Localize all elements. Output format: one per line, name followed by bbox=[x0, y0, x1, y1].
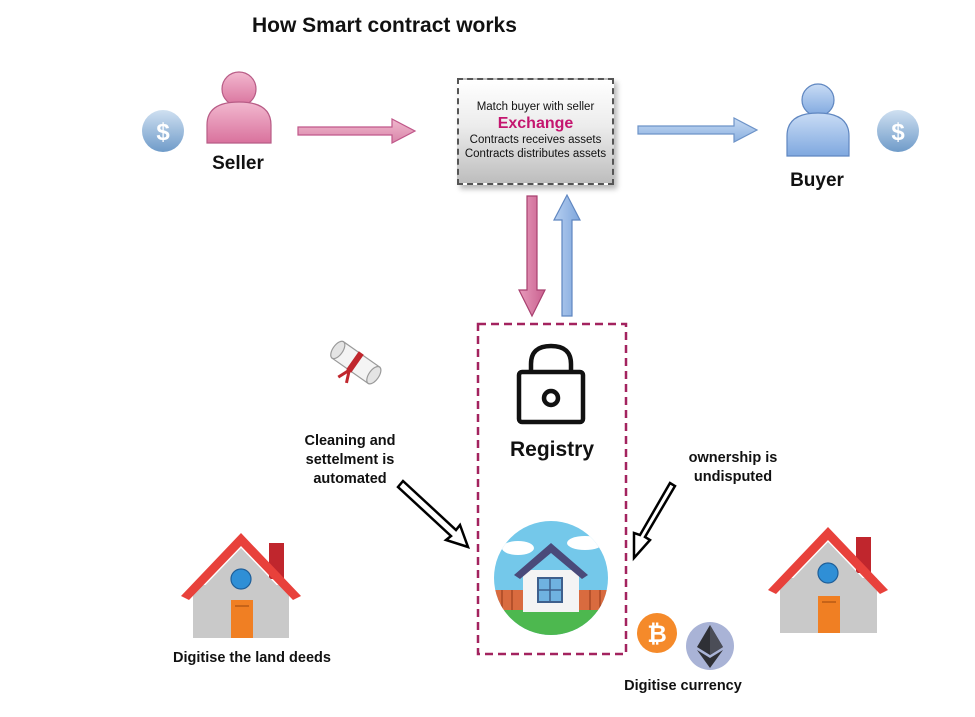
registry-box bbox=[476, 322, 628, 656]
ethereum-icon bbox=[686, 622, 734, 670]
exchange-box: Match buyer with seller Exchange Contrac… bbox=[457, 78, 614, 185]
exchange-to-buyer-arrow bbox=[637, 117, 759, 143]
registry-label: Registry bbox=[509, 438, 595, 461]
deed-scroll-icon bbox=[330, 340, 382, 385]
automation-note-line: Cleaning and bbox=[304, 433, 396, 449]
exchange-receives-text: Contracts receives assets bbox=[469, 134, 602, 146]
registry-to-exchange-arrow bbox=[553, 193, 581, 317]
exchange-distributes-text: Contracts distributes assets bbox=[464, 148, 607, 160]
padlock-icon bbox=[516, 343, 586, 425]
registry-house-icon bbox=[494, 521, 608, 635]
buyer-dollar-coin-icon: $ bbox=[877, 110, 919, 152]
exchange-match-text: Match buyer with seller bbox=[476, 101, 595, 113]
land-deeds-caption: Digitise the land deeds bbox=[173, 650, 331, 666]
buyer-person-icon bbox=[786, 83, 850, 157]
svg-text:$: $ bbox=[156, 119, 170, 146]
seller-dollar-coin-icon: $ bbox=[142, 110, 184, 152]
currency-caption: Digitise currency bbox=[624, 678, 742, 694]
exchange-to-registry-arrow bbox=[518, 195, 546, 318]
buyer-label: Buyer bbox=[790, 170, 844, 191]
automation-arrow bbox=[396, 479, 471, 549]
ownership-note: ownership is undisputed bbox=[672, 449, 794, 487]
seller-label: Seller bbox=[212, 153, 264, 174]
ownership-note-line: ownership is bbox=[688, 450, 778, 466]
svg-text:$: $ bbox=[891, 119, 905, 146]
seller-to-exchange-arrow bbox=[297, 118, 417, 144]
ownership-note-line: undisputed bbox=[693, 469, 773, 485]
right-house-icon bbox=[768, 527, 888, 633]
svg-text:₿: ₿ bbox=[647, 620, 667, 648]
automation-note-line: automated bbox=[313, 471, 387, 487]
seller-person-icon bbox=[206, 71, 272, 144]
automation-note: Cleaning and settelment is automated bbox=[290, 432, 410, 489]
automation-note-line: settelment is bbox=[305, 452, 395, 468]
exchange-title: Exchange bbox=[497, 115, 574, 132]
page-title: How Smart contract works bbox=[252, 14, 517, 37]
left-house-icon bbox=[181, 533, 301, 638]
bitcoin-icon: ₿ bbox=[637, 613, 677, 653]
ownership-arrow bbox=[632, 481, 677, 562]
